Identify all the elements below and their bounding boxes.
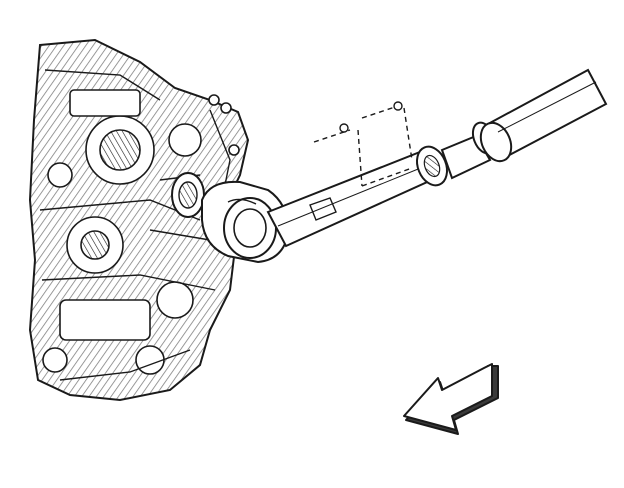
removal-direction-arrow	[403, 363, 499, 435]
transmission-housing	[28, 38, 250, 402]
u-joint	[416, 145, 448, 187]
reference-mark	[339, 101, 403, 133]
propeller-shaft	[266, 68, 608, 248]
slip-yoke	[201, 180, 290, 264]
tail-housing-output	[171, 172, 205, 218]
